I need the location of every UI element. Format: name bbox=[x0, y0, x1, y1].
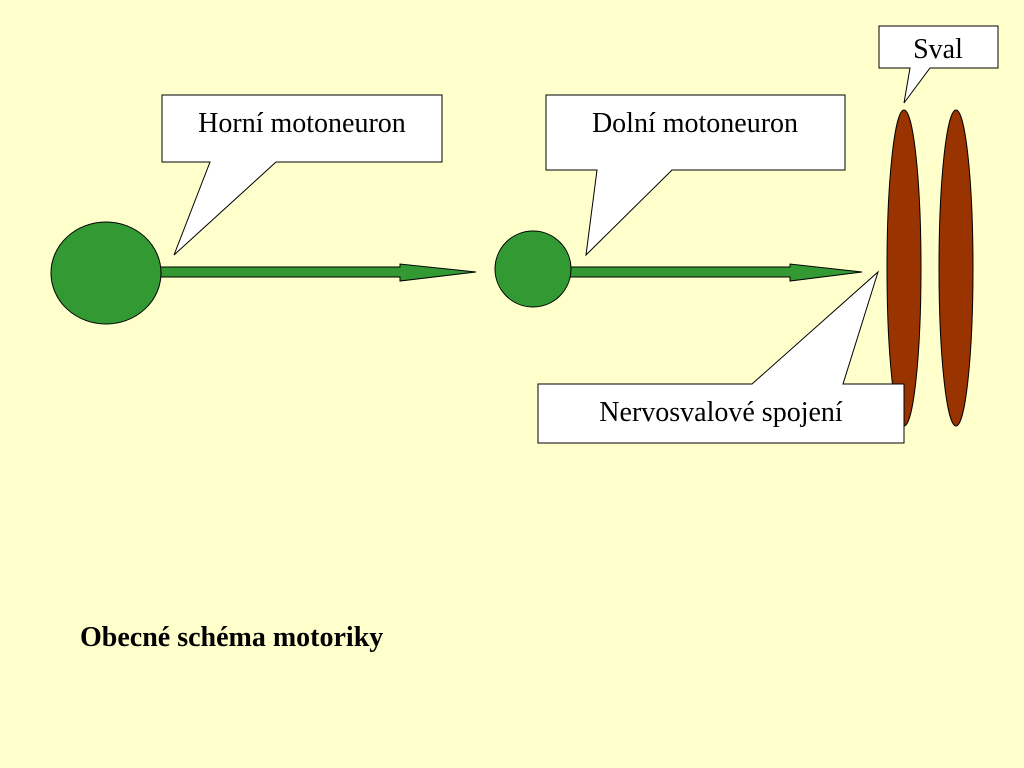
callout-upper-motoneuron: Horní motoneuron bbox=[161, 94, 443, 256]
callout-lower-motoneuron-label: Dolní motoneuron bbox=[592, 108, 798, 139]
callout-upper-motoneuron-shape bbox=[161, 94, 443, 256]
callout-neuromuscular-junction-shape bbox=[537, 270, 905, 444]
slide-title: Obecné schéma motoriky bbox=[80, 622, 384, 653]
callout-muscle-label: Sval bbox=[913, 34, 963, 65]
callout-muscle: Sval bbox=[878, 25, 999, 104]
upper-motoneuron-cell-body bbox=[50, 221, 162, 325]
upper-motoneuron bbox=[50, 221, 477, 325]
callout-lower-motoneuron-shape bbox=[545, 94, 846, 257]
muscle-fiber-left bbox=[886, 109, 922, 427]
callout-neuromuscular-junction: Nervosvalové spojení bbox=[537, 270, 905, 444]
callout-upper-motoneuron-label: Horní motoneuron bbox=[198, 108, 406, 139]
lower-motoneuron-axon bbox=[567, 263, 863, 282]
muscle bbox=[886, 109, 974, 427]
callout-muscle-shape bbox=[878, 25, 999, 104]
callout-lower-motoneuron: Dolní motoneuron bbox=[545, 94, 846, 257]
muscle-fiber-right bbox=[938, 109, 974, 427]
lower-motoneuron bbox=[494, 230, 863, 308]
lower-motoneuron-cell-body bbox=[494, 230, 572, 308]
callout-neuromuscular-junction-label: Nervosvalové spojení bbox=[599, 397, 843, 428]
upper-motoneuron-axon bbox=[159, 263, 477, 282]
